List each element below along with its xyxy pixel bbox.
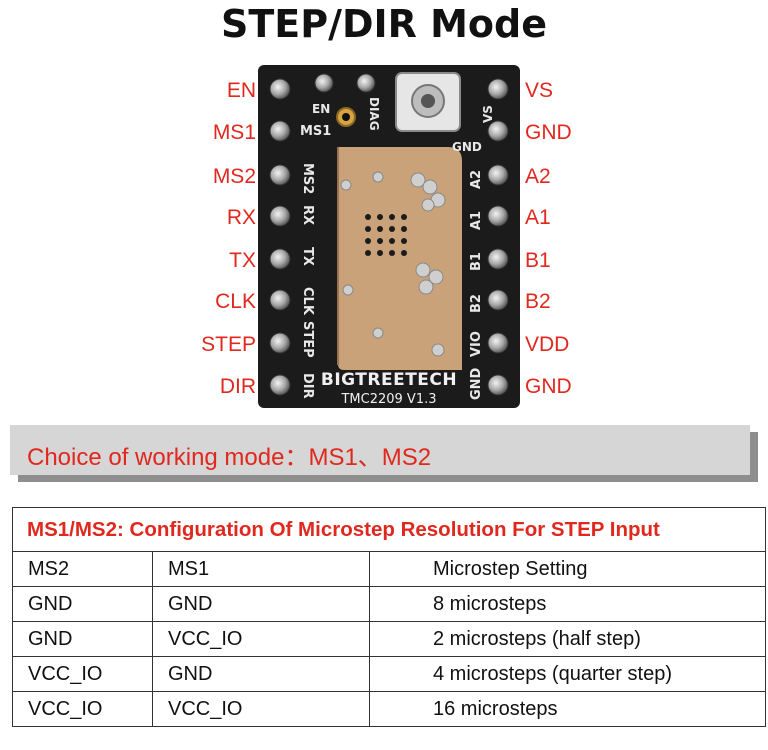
cell-ms1: VCC_IO: [152, 621, 370, 657]
pin-label-gnd: GND: [525, 121, 572, 144]
silk-step: STEP: [300, 321, 315, 358]
cell-ms1: VCC_IO: [152, 691, 370, 727]
table-caption: MS1/MS2: Configuration Of Microstep Reso…: [12, 507, 766, 552]
driver-board-image: MS1 MS2 RX TX CLK STEP DIR A2 A1 B1 B2 V…: [258, 65, 520, 408]
silk-tx: TX: [300, 247, 315, 266]
pin-label-a1: A1: [525, 206, 551, 229]
cell-ms2: GND: [12, 586, 153, 622]
silk-a1: A1: [469, 211, 484, 230]
cell-ms2: GND: [12, 621, 153, 657]
header-ms2: MS2: [12, 551, 153, 587]
pin-label-dir: DIR: [219, 375, 256, 398]
mode-banner: Choice of working mode：MS1、MS2: [10, 425, 750, 475]
cell-microstep: 4 microsteps (quarter step): [369, 656, 766, 692]
silk-vio: VIO: [469, 331, 484, 357]
pin-label-en: EN: [226, 79, 256, 102]
silk-vs: VS: [481, 105, 495, 123]
cell-microstep: 2 microsteps (half step): [369, 621, 766, 657]
pin-label-b2: B2: [525, 290, 551, 313]
table-header-row: MS2 MS1 Microstep Setting: [12, 551, 766, 587]
header-microstep: Microstep Setting: [369, 551, 766, 587]
pin-label-clk: CLK: [215, 290, 256, 313]
silk-gnd: GND: [469, 367, 484, 400]
top-pin-header: [314, 73, 376, 93]
silk-a2: A2: [469, 170, 484, 189]
silk-ms1: MS1: [300, 124, 331, 139]
header-ms1: MS1: [152, 551, 370, 587]
cell-ms2: VCC_IO: [12, 656, 153, 692]
chip-pad: [338, 147, 462, 370]
silk-rx: RX: [300, 205, 315, 225]
silk-b1: B1: [469, 252, 484, 271]
silk-b2: B2: [469, 294, 484, 313]
page-title: STEP/DIR Mode: [220, 2, 548, 46]
right-pin-header: [487, 78, 509, 396]
cell-ms1: GND: [152, 586, 370, 622]
pin-label-vdd: VDD: [525, 333, 570, 356]
microstep-table: MS1/MS2: Configuration Of Microstep Reso…: [12, 507, 766, 727]
pin-label-gnd-2: GND: [525, 375, 572, 398]
table-caption-row: MS1/MS2: Configuration Of Microstep Reso…: [12, 507, 766, 552]
board-model: TMC2209 V1.3: [340, 392, 436, 407]
table-row: GND VCC_IO 2 microsteps (half step): [12, 621, 766, 657]
silk-ms2: MS2: [300, 163, 315, 194]
cell-ms2: VCC_IO: [12, 691, 153, 727]
table-row: VCC_IO VCC_IO 16 microsteps: [12, 691, 766, 727]
pin-label-ms1: MS1: [212, 121, 256, 144]
left-pin-header: [269, 78, 291, 396]
pin-label-b1: B1: [525, 249, 551, 272]
pin-label-rx: RX: [226, 206, 256, 229]
banner-text: Choice of working mode：MS1、MS2: [27, 444, 432, 471]
cell-microstep: 16 microsteps: [369, 691, 766, 727]
pin-label-vs: VS: [525, 79, 554, 102]
silk-en: EN: [312, 102, 330, 116]
silk-clk: CLK: [300, 287, 315, 316]
silk-gnd-top: GND: [452, 140, 482, 154]
via-grid: [365, 214, 407, 256]
board-brand: BIGTREETECH: [321, 370, 457, 390]
silk-diag: DIAG: [367, 97, 381, 131]
cell-microstep: 8 microsteps: [369, 586, 766, 622]
cell-ms1: GND: [152, 656, 370, 692]
table-row: VCC_IO GND 4 microsteps (quarter step): [12, 656, 766, 692]
pin-label-tx: TX: [229, 249, 256, 272]
pin-label-ms2: MS2: [212, 165, 256, 188]
pin-label-step: STEP: [201, 333, 256, 356]
table-row: GND GND 8 microsteps: [12, 586, 766, 622]
pin-label-a2: A2: [525, 165, 551, 188]
silk-dir: DIR: [300, 373, 315, 399]
